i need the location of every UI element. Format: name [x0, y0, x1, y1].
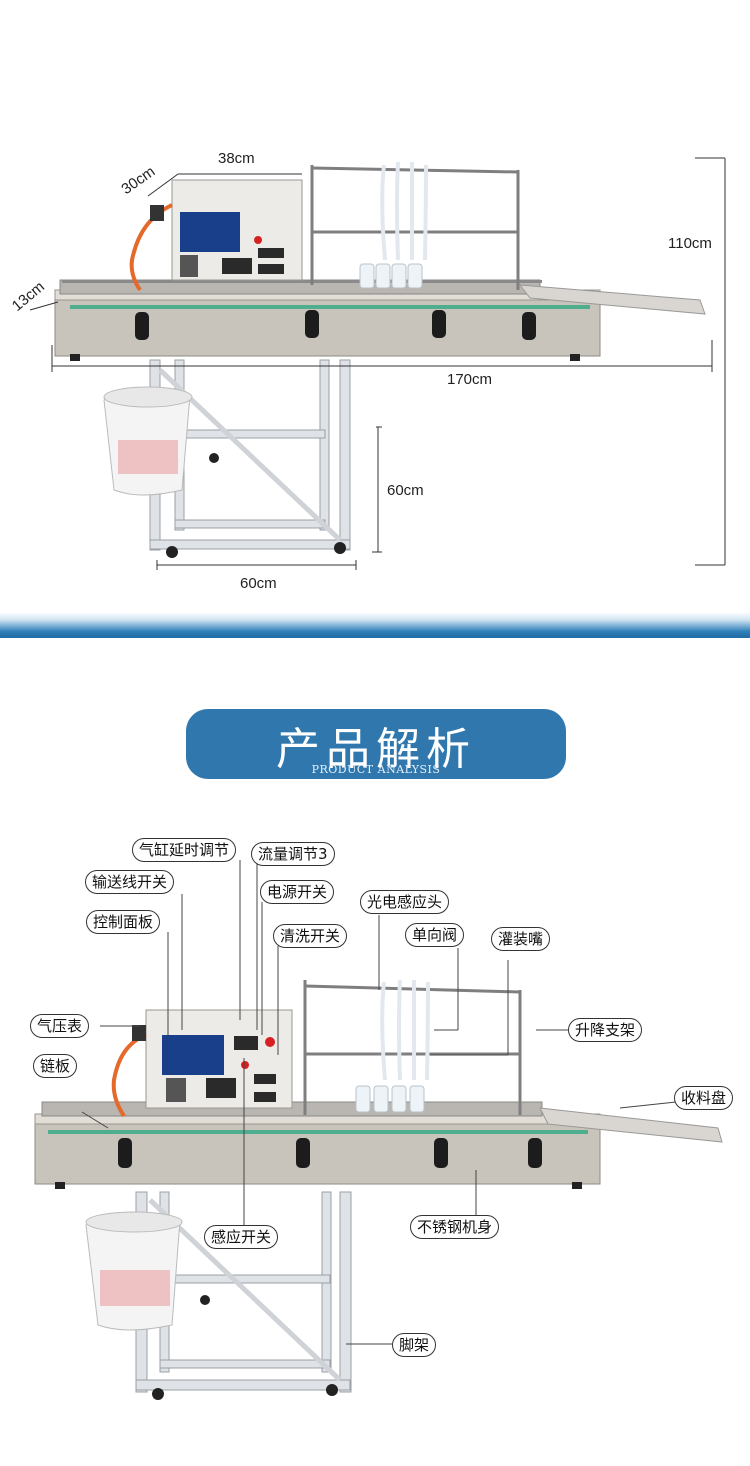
caster-wheel — [166, 546, 178, 558]
banner-title: 产品解析 — [276, 724, 476, 775]
banner-subtitle: PRODUCT ANALYSIS — [311, 763, 441, 776]
label-conveyor-switch: 输送线开关 — [85, 870, 175, 894]
machine-photo-top — [29, 157, 726, 570]
label-check-valve: 单向阀 — [405, 923, 465, 947]
label-filling-nozzle: 灌装嘴 — [491, 927, 551, 951]
caster-wheel — [200, 1295, 210, 1305]
label-cylinder-delay: 气缸延时调节 — [132, 838, 237, 862]
caster-wheel — [209, 453, 219, 463]
bucket — [103, 386, 193, 496]
label-sensor-switch: 感应开关 — [204, 1225, 279, 1249]
dim-stand-width: 60cm — [240, 575, 277, 592]
dim-stand-height: 60cm — [387, 482, 424, 499]
label-pressure-gauge: 气压表 — [30, 1014, 90, 1038]
machine-photo-annotated — [34, 860, 723, 1400]
label-flow-adjust: 流量调节3 — [251, 842, 335, 866]
dim-total-height: 110cm — [668, 235, 712, 252]
label-clean-switch: 清洗开关 — [273, 924, 348, 948]
dim-length: 170cm — [447, 371, 493, 388]
label-lift-bracket: 升降支架 — [568, 1018, 643, 1042]
dim-top-width: 38cm — [218, 150, 255, 167]
label-power-switch: 电源开关 — [260, 880, 335, 904]
label-foot-frame: 脚架 — [392, 1333, 437, 1357]
label-collect-tray: 收料盘 — [674, 1086, 734, 1110]
caster-wheel — [334, 542, 346, 554]
bucket — [85, 1211, 183, 1331]
section-banner: 产品解析 PRODUCT ANALYSIS — [186, 709, 566, 779]
label-control-panel: 控制面板 — [86, 910, 161, 934]
label-chain-plate: 链板 — [33, 1054, 78, 1078]
section-divider — [0, 612, 750, 638]
label-photo-sensor: 光电感应头 — [360, 890, 450, 914]
label-stainless-body: 不锈钢机身 — [410, 1215, 500, 1239]
caster-wheel — [152, 1388, 164, 1400]
caster-wheel — [326, 1384, 338, 1396]
